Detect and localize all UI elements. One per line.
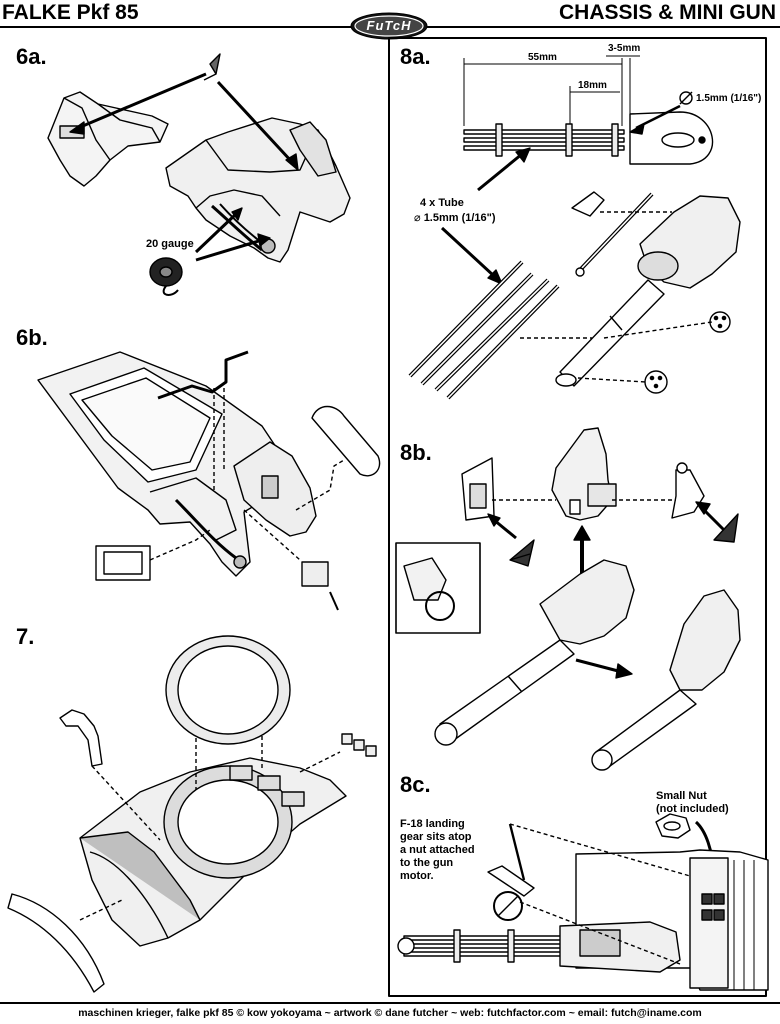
logo-text: FuTcH: [366, 18, 412, 33]
step7-parts: [7, 635, 377, 993]
rod-diameter-label: 1.5mm (1/16"): [696, 93, 762, 104]
landing-gear-note-line1: F-18 landing: [400, 818, 465, 830]
footer-rule: [0, 1002, 780, 1004]
tube-count-label: 4 x Tube: [420, 197, 464, 209]
dimension-3-5mm-label: 3-5mm: [608, 43, 641, 54]
futch-logo: FuTcH: [350, 12, 428, 40]
diameter-icon: ⌀: [414, 212, 424, 224]
step8-frame: [388, 37, 767, 997]
credits-text: maschinen krieger, falke pkf 85 © kow yo…: [78, 1007, 702, 1019]
step-8a-heading: 8a.: [400, 44, 431, 69]
landing-gear-note-line3: a nut attached: [400, 844, 475, 856]
logo-badge-icon: [350, 12, 428, 40]
step-8c-heading: 8c.: [400, 772, 431, 797]
page-footer: maschinen krieger, falke pkf 85 © kow yo…: [0, 1002, 780, 1024]
section-title: CHASSIS & MINI GUN: [558, 1, 776, 24]
step8c-parts: [397, 813, 769, 991]
landing-gear-note-line2: gear sits atop: [400, 831, 472, 843]
landing-gear-note-line5: motor.: [400, 870, 434, 882]
page-title: FALKE Pkf 85: [2, 1, 139, 24]
landing-gear-note-line4: to the gun: [400, 857, 454, 869]
step6a-parts: [47, 53, 351, 296]
step8a-parts: [408, 55, 741, 400]
tube-diameter-label: ⌀ 1.5mm (1/16"): [414, 212, 496, 225]
dimension-18mm-label: 18mm: [578, 80, 607, 91]
small-nut-note: (not included): [656, 803, 729, 815]
step-6b-heading: 6b.: [16, 325, 48, 350]
step6b-parts: [37, 350, 381, 611]
step-7-heading: 7.: [16, 624, 35, 649]
step-6a-heading: 6a.: [16, 44, 47, 69]
wire-gauge-label: 20 gauge: [146, 238, 194, 250]
small-nut-label: Small Nut: [656, 790, 707, 802]
tube-diameter-value: 1.5mm (1/16"): [423, 212, 496, 224]
step8b-parts: [395, 427, 741, 771]
dimension-55mm-label: 55mm: [528, 52, 557, 63]
step-8b-heading: 8b.: [400, 440, 432, 465]
